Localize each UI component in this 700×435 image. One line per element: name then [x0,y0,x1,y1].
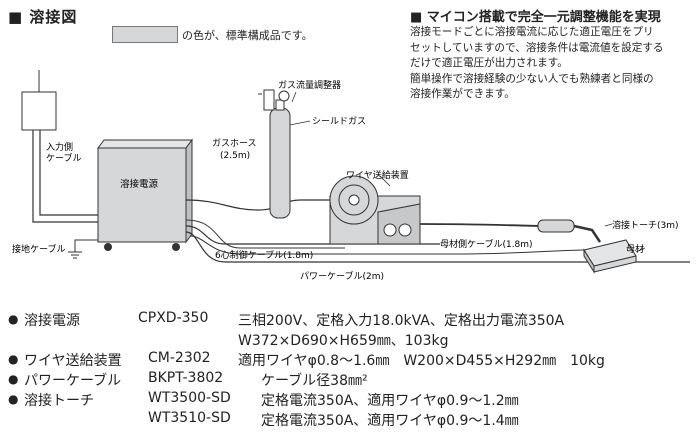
input-cable-inner [39,130,98,216]
label-wire-feeder: ワイヤ送給装置 [346,169,409,181]
gas-regulator [258,89,290,111]
bullet-icon: ● [8,352,19,366]
feature-line: 溶接作業ができます。 [410,88,515,100]
label-base-cable: 母材側ケーブル(1.8m) [440,238,533,250]
legend-text: の色が、標準構成品です。 [182,29,313,42]
gas-hose [185,199,330,211]
ground-cable [74,239,100,252]
feature-box: ■ マイコン搭載で完全一元調整機能を実現 溶接モードごとに溶接電流に応じた適正電… [410,6,695,103]
base-cable [189,235,455,255]
bullet-icon: ● [8,312,19,326]
spec-desc: 適用ワイヤφ0.8～1.6㎜ W200×D455×H292㎜ 10kg [238,353,605,369]
spec-row: W372×D690×H659㎜、103kg [6,330,696,350]
spec-model: WT3500-SD [148,390,231,406]
label-gas-hose-2: (2.5m) [220,151,250,161]
welding-diagram: 入力側 ケーブル 接地ケーブル 溶接電源 ガス流量調整器 ガスホース (2.5m… [12,70,690,282]
spec-name: パワーケーブル [24,373,122,389]
label-gas-hose-1: ガスホース [212,138,257,149]
bullet-icon: ● [8,392,19,406]
label-torch: 溶接トーチ(3m) [612,219,679,231]
spec-row: ● パワーケーブル BKPT-3802 ケーブル径38㎜² [6,370,696,390]
input-cable [32,130,98,223]
base-cable-end [454,249,585,255]
power-cable [185,231,690,263]
label-power-source: 溶接電源 [120,178,159,190]
spec-model: BKPT-3802 [148,370,224,386]
shield-gas-cylinder [269,99,291,219]
control-cable [185,225,440,245]
spec-model: WT3510-SD [148,410,231,426]
spec-desc: 定格電流350A、適用ワイヤφ0.9～1.2㎜ [261,393,519,409]
feature-line: 溶接モードごとに溶接電流に応じた適正電圧をプリ [410,26,654,38]
welding-power-source [97,138,193,251]
input-power-panel [21,70,57,131]
base-metal [583,239,637,274]
label-power-cable: パワーケーブル(2m) [300,270,384,282]
spec-desc: 三相200V、定格入力18.0kVA、定格出力電流350A [238,313,565,329]
label-input-cable-2: ケーブル [46,152,81,164]
spec-row: ● ワイヤ送給装置 CM-2302 適用ワイヤφ0.8～1.6㎜ W200×D4… [6,350,696,370]
feature-line: 簡単操作で溶接経験の少ない人でも熟練者と同様の [410,72,654,85]
feature-line: セットしていますので、溶接条件は電流値を設定する [410,41,664,54]
spec-name: ワイヤ送給装置 [24,353,122,369]
welding-torch [537,219,602,243]
spec-row: ● 溶接電源 CPXD-350 三相200V、定格入力18.0kVA、定格出力電… [6,310,696,330]
label-gas-regulator: ガス流量調整器 [278,79,341,91]
spec-row: ● 溶接トーチ WT3500-SD 定格電流350A、適用ワイヤφ0.9～1.2… [6,390,696,410]
power-cable-to-feeder [185,219,345,249]
spec-model: CM-2302 [148,350,211,366]
spec-desc: W372×D690×H659㎜、103kg [238,333,449,349]
legend-swatch [112,26,178,43]
spec-model: CPXD-350 [138,310,209,326]
label-base-metal: 母材 [626,243,644,255]
spec-list: ● 溶接電源 CPXD-350 三相200V、定格入力18.0kVA、定格出力電… [6,310,696,430]
label-input-cable-1: 入力側 [46,141,73,153]
spec-desc: ケーブル径38㎜² [261,373,368,389]
diagram-title: ■ 溶接図 [8,8,78,26]
spec-name: 溶接電源 [24,313,80,329]
wire-feeder [329,175,421,245]
ground-symbol [68,251,82,259]
feature-title: ■ マイコン搭載で完全一元調整機能を実現 [410,10,661,25]
label-ground-cable: 接地ケーブル [12,243,65,255]
spec-desc: 定格電流350A、適用ワイヤφ0.9～1.4㎜ [261,413,519,429]
torch-cable [419,223,541,227]
feature-line: だけで適正電圧が出力されます。 [410,57,568,69]
label-control-cable: 6心制御ケーブル(1.8m) [215,249,313,261]
spec-name: 溶接トーチ [24,393,94,409]
label-shield-gas: シールドガス [312,116,366,127]
bullet-icon: ● [8,372,19,386]
spec-row: WT3510-SD 定格電流350A、適用ワイヤφ0.9～1.4㎜ [6,410,696,430]
